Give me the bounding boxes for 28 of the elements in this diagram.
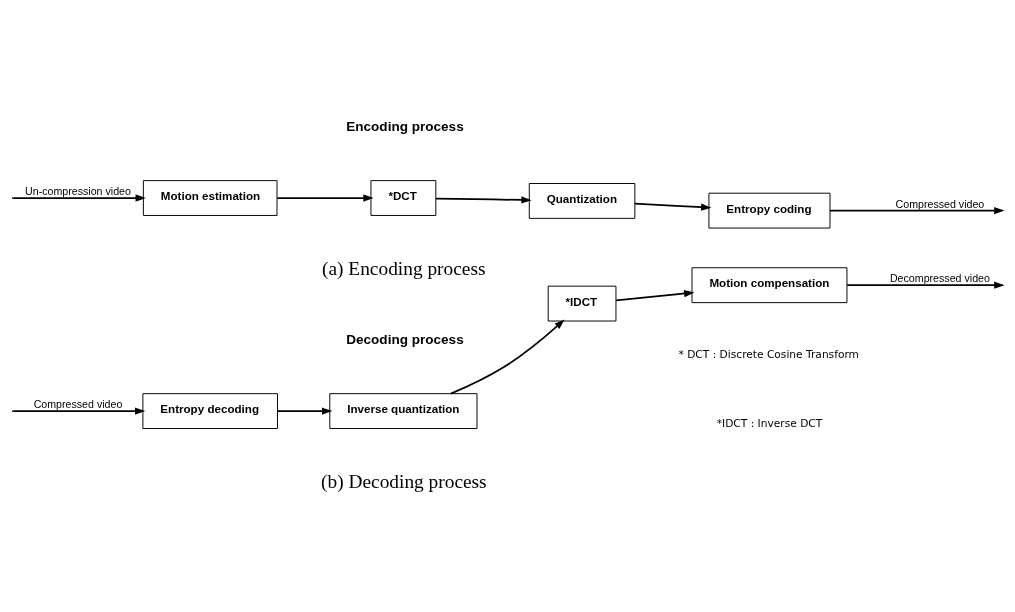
arrow [435, 195, 532, 204]
label: * DCT : Discrete Cosine Transform [678, 347, 859, 361]
node-box: *IDCT [547, 285, 617, 321]
arrow [615, 289, 695, 301]
label: *IDCT : Inverse DCT [716, 416, 823, 430]
arrow [634, 202, 712, 211]
node-box: Motion estimation [142, 179, 278, 216]
arrow [846, 281, 1005, 289]
arrow [12, 407, 146, 415]
arrow [12, 193, 146, 202]
node-box: Inverse quantization [329, 392, 478, 429]
label: (b) Decoding process [321, 470, 487, 492]
node-box: *DCT [370, 179, 437, 216]
label: Decoding process [346, 331, 464, 347]
arrow [450, 318, 565, 394]
edge-label: Compressed video [33, 397, 123, 410]
arrow [276, 407, 333, 415]
node-box: Entropy decoding [142, 392, 278, 429]
edge-label: Un-compression video [25, 184, 131, 197]
node-box: Quantization [528, 182, 636, 219]
edge-label: Decompressed video [889, 271, 990, 284]
edge-label: Compressed video [895, 197, 985, 210]
node-box: Entropy coding [708, 192, 831, 229]
arrow [829, 206, 1005, 214]
arrow [276, 193, 374, 202]
label: (a) Encoding process [322, 257, 486, 279]
label: Encoding process [346, 118, 464, 134]
node-box: Motion compensation [691, 266, 848, 303]
